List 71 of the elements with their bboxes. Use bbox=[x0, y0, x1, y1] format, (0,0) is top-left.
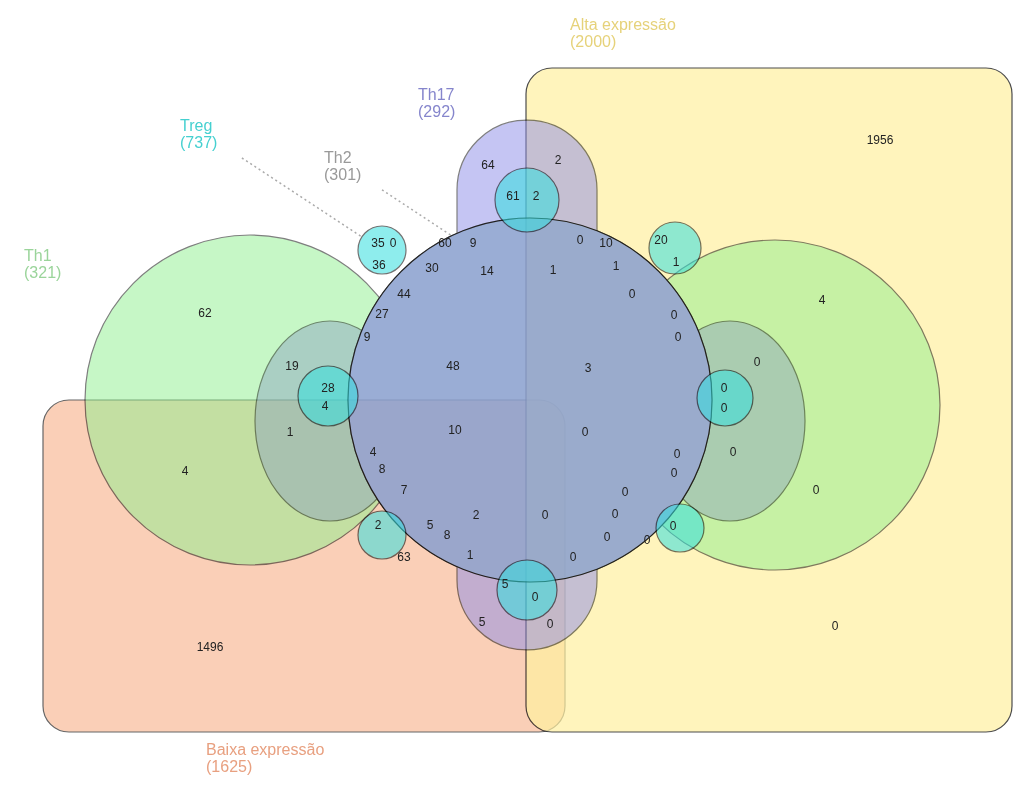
region-count: 0 bbox=[621, 485, 629, 499]
region-count: 35 bbox=[371, 236, 385, 250]
region-count: 0 bbox=[569, 550, 577, 564]
region-count: 27 bbox=[375, 307, 389, 321]
region-count: 5 bbox=[501, 577, 509, 591]
region-count: 5 bbox=[478, 615, 486, 629]
region-count: 8 bbox=[378, 462, 386, 476]
region-count: 0 bbox=[729, 445, 737, 459]
region-count: 2 bbox=[472, 508, 480, 522]
region-count: 36 bbox=[372, 258, 386, 272]
region-count: 0 bbox=[673, 447, 681, 461]
region-count: 0 bbox=[531, 590, 539, 604]
region-count: 0 bbox=[576, 233, 584, 247]
region-count: 19 bbox=[285, 359, 299, 373]
region-count: 1 bbox=[466, 548, 474, 562]
region-count: 4 bbox=[321, 399, 329, 413]
region-count: 10 bbox=[599, 236, 613, 250]
region-count: 1 bbox=[549, 263, 557, 277]
region-count: 1956 bbox=[866, 133, 894, 147]
region-count: 20 bbox=[654, 233, 668, 247]
leader-line bbox=[381, 189, 453, 237]
region-count: 1 bbox=[672, 255, 680, 269]
set-label: Th2 (301) bbox=[324, 149, 363, 183]
region-count: 0 bbox=[753, 355, 761, 369]
region-count: 0 bbox=[831, 619, 839, 633]
region-count: 0 bbox=[611, 507, 619, 521]
region-count: 0 bbox=[628, 287, 636, 301]
region-count: 2 bbox=[554, 153, 562, 167]
region-count: 1 bbox=[286, 425, 294, 439]
set-label: Baixa expressão (1625) bbox=[206, 741, 326, 775]
region-count: 2 bbox=[374, 518, 382, 532]
region-count: 7 bbox=[400, 483, 408, 497]
region-count: 0 bbox=[812, 483, 820, 497]
region-count: 0 bbox=[541, 508, 549, 522]
region-count: 5 bbox=[426, 518, 434, 532]
region-count: 0 bbox=[674, 330, 682, 344]
region-count: 44 bbox=[397, 287, 411, 301]
region-count: 62 bbox=[198, 306, 212, 320]
leader-line bbox=[241, 157, 363, 238]
region-count: 0 bbox=[670, 466, 678, 480]
region-count: 0 bbox=[603, 530, 611, 544]
region-count: 60 bbox=[438, 236, 452, 250]
region-count: 63 bbox=[397, 550, 411, 564]
region-count: 9 bbox=[469, 236, 477, 250]
region-count: 30 bbox=[425, 261, 439, 275]
region-count: 61 bbox=[506, 189, 520, 203]
set-label: Alta expressão (2000) bbox=[570, 16, 677, 50]
region-count: 3 bbox=[584, 361, 592, 375]
region-count: 0 bbox=[581, 425, 589, 439]
region-count: 0 bbox=[670, 308, 678, 322]
region-count: 8 bbox=[443, 528, 451, 542]
set-label: Th17 (292) bbox=[418, 86, 457, 120]
region-count: 4 bbox=[181, 464, 189, 478]
region-count: 28 bbox=[321, 381, 335, 395]
region-count: 2 bbox=[532, 189, 540, 203]
region-count: 1 bbox=[612, 259, 620, 273]
region-count: 9 bbox=[363, 330, 371, 344]
region-count: 14 bbox=[480, 264, 494, 278]
region-count: 0 bbox=[720, 401, 728, 415]
region-count: 4 bbox=[369, 445, 377, 459]
region-count: 10 bbox=[448, 423, 462, 437]
region-count: 0 bbox=[720, 381, 728, 395]
region-count: 4 bbox=[818, 293, 826, 307]
region-count: 1496 bbox=[196, 640, 224, 654]
region-count: 48 bbox=[446, 359, 460, 373]
region-count: 64 bbox=[481, 158, 495, 172]
region-count: 0 bbox=[546, 617, 554, 631]
set-label: Treg (737) bbox=[180, 117, 219, 151]
region-count: 0 bbox=[389, 236, 397, 250]
set-label: Th1 (321) bbox=[24, 247, 63, 281]
region-count: 0 bbox=[669, 519, 677, 533]
